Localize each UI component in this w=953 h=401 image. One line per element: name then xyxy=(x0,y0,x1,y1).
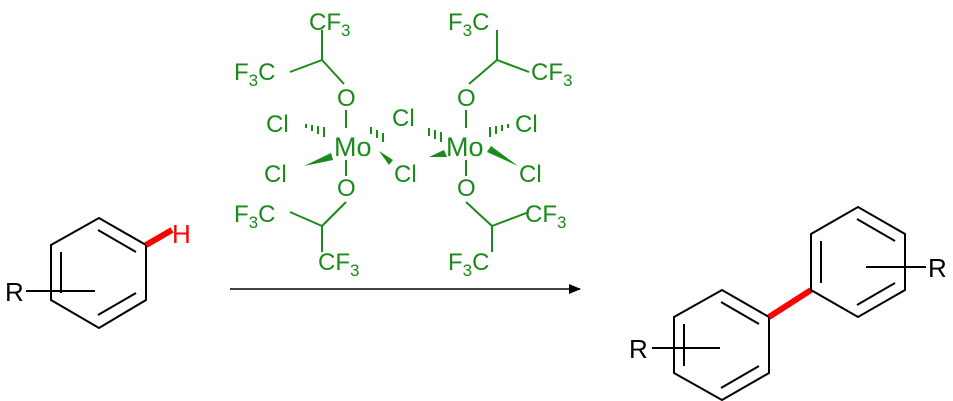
chloride-label-lower-left: Cl xyxy=(264,161,287,188)
oxygen-label-top-left: O xyxy=(337,85,356,112)
oxygen-label-top-right: O xyxy=(457,85,476,112)
reactive-ch-bond xyxy=(144,227,174,248)
product-right-substituent-label: R xyxy=(928,253,947,283)
reactant-substituent-label: R xyxy=(5,277,24,307)
catalyst-wedge-bonds xyxy=(304,146,518,166)
chloride-label-bridge-top: Cl xyxy=(392,105,415,132)
f3c-label-bottom-left: F3C xyxy=(234,201,275,232)
chloride-label-lower-right: Cl xyxy=(519,161,542,188)
cf3-label-bottom-left: CF3 xyxy=(318,249,359,280)
molybdenum-label-right: Mo xyxy=(446,132,484,162)
chloride-label-upper-right: Cl xyxy=(515,111,538,138)
reactant-benzene-ring xyxy=(50,216,147,330)
product-upper-ring xyxy=(810,205,906,319)
oxygen-label-bottom-right: O xyxy=(457,175,476,202)
catalyst-structure: CF3 F3C O Cl Mo Cl Cl Cl O F3C CF3 F3C C… xyxy=(234,9,572,280)
chloride-label-bridge-bottom: Cl xyxy=(394,161,417,188)
cf3-label-top-left: CF3 xyxy=(309,9,350,40)
f3c-label-top-right: F3C xyxy=(448,9,489,40)
cf3-label-top-right: CF3 xyxy=(531,59,572,90)
catalyst-hashed-bonds xyxy=(305,124,509,142)
chloride-label-upper-left: Cl xyxy=(266,111,289,138)
product-left-substituent-label: R xyxy=(629,334,648,364)
product-lower-ring xyxy=(673,288,770,401)
f3c-label-top-left: F3C xyxy=(234,59,275,90)
catalyst-bonds xyxy=(289,30,530,252)
f3c-label-bottom-right: F3C xyxy=(448,249,489,280)
product-biaryl: R R xyxy=(629,205,947,401)
oxygen-label-bottom-left: O xyxy=(337,175,356,202)
reactive-hydrogen-label: H xyxy=(172,219,191,249)
cf3-label-bottom-right: CF3 xyxy=(525,201,566,232)
reactant-arene: R H xyxy=(5,216,191,330)
new-aryl-aryl-bond xyxy=(767,287,813,320)
molybdenum-label-left: Mo xyxy=(334,132,372,162)
catalyst-atom-labels: CF3 F3C O Cl Mo Cl Cl Cl O F3C CF3 F3C C… xyxy=(234,9,572,280)
